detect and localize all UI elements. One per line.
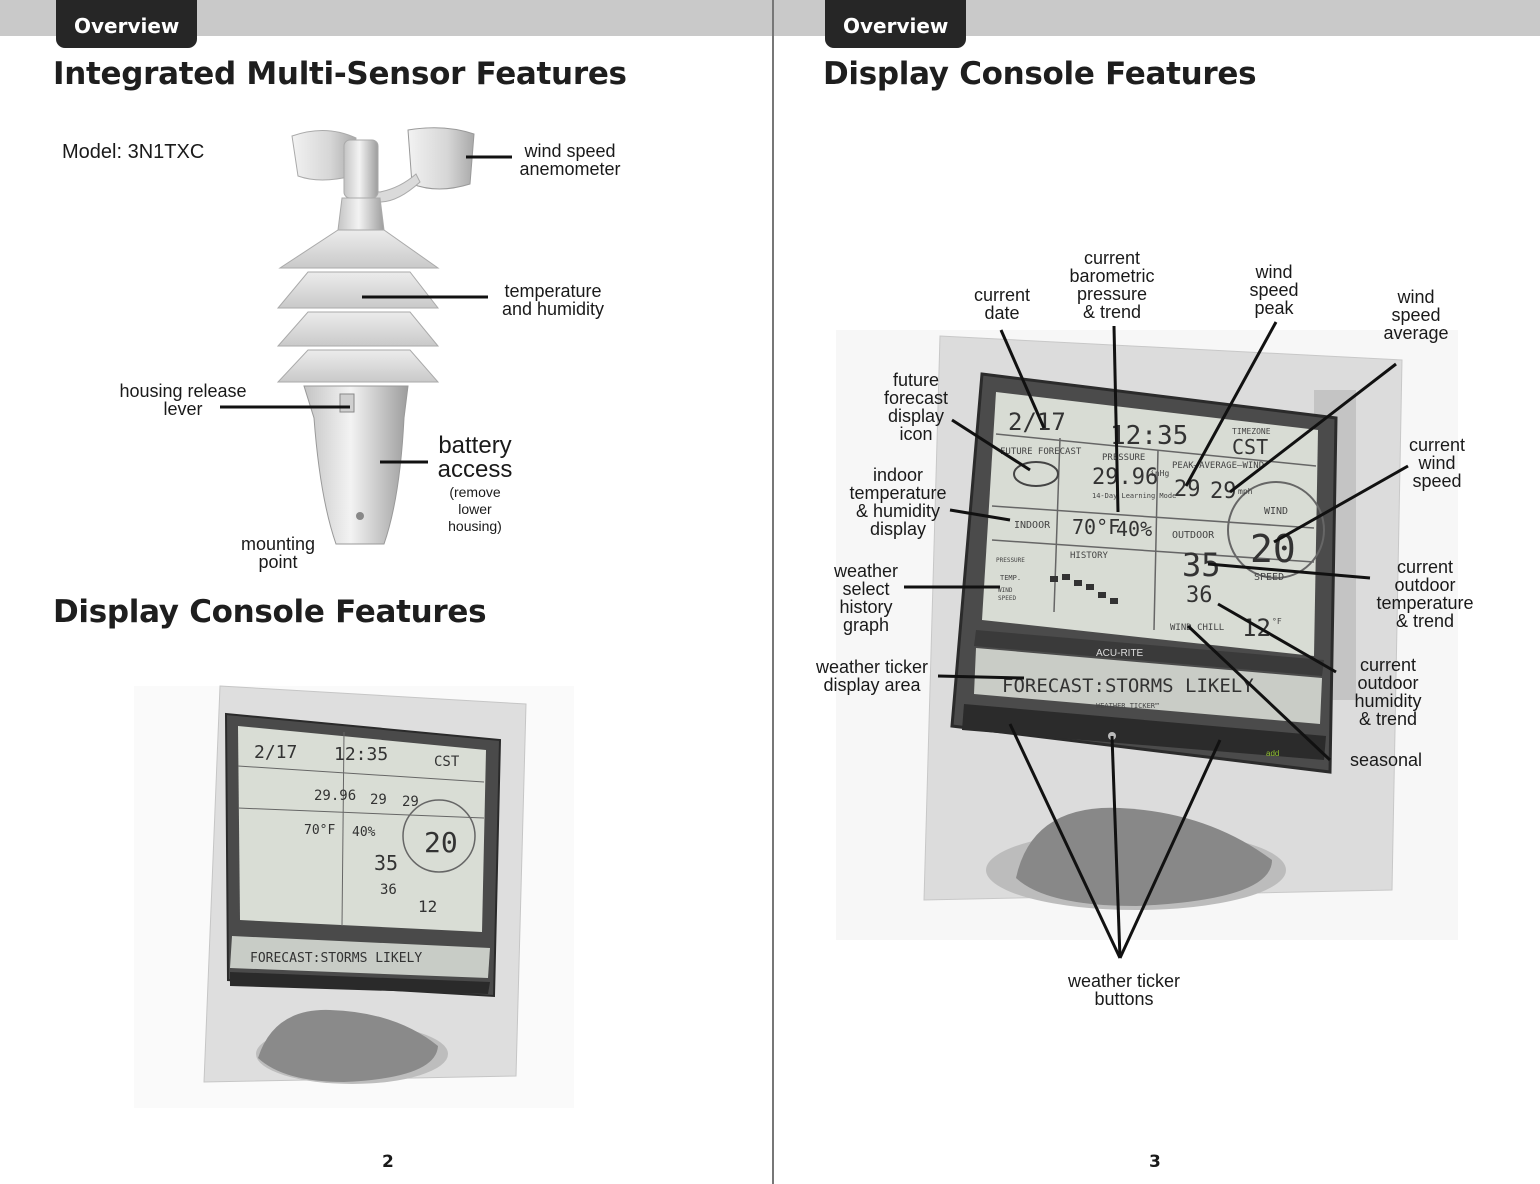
callout-outdoor-temperature: current outdoor temperature & trend [1376, 557, 1474, 631]
lcd-speed-label: SPEED [1254, 572, 1284, 583]
small-windchill: 12 [418, 897, 437, 916]
add-button-label: add [1266, 749, 1279, 758]
small-indoor-hum: 40% [352, 825, 376, 840]
lcd-timezone-label: TIMEZONE [1232, 427, 1271, 436]
forecast-cloud-icon [1013, 461, 1059, 487]
callout-battery-note: (remove lower housing) [448, 484, 502, 534]
shield-disc-4 [276, 349, 440, 383]
lcd-history-speed: SPEED [998, 595, 1016, 602]
console-illustration-large: 2/17 12:35 TIMEZONE CST FUTURE FORECAST … [836, 330, 1458, 940]
lcd-indoor-temp: 70°F [1072, 515, 1120, 539]
right-page: Overview Display Console Features 2/17 [774, 0, 1540, 1184]
callout-seasonal: seasonal [1349, 750, 1423, 770]
small-pressure: 29.96 [314, 788, 356, 804]
lcd-timezone: CST [1232, 435, 1268, 459]
small-peak: 29 [370, 792, 387, 808]
lower-housing [303, 385, 409, 545]
lcd-wind-label: WIND [1264, 506, 1288, 517]
lcd-history-label: HISTORY [1070, 551, 1109, 561]
callout-current-wind-speed: current wind speed [1408, 435, 1466, 491]
multi-sensor-illustration [276, 127, 475, 545]
lcd-mph: mph [1238, 487, 1253, 496]
small-outdoor-hum: 36 [380, 882, 397, 898]
lcd-history-pressure: PRESSURE [996, 557, 1025, 564]
callout-indoor-temperature-humidity: indoor temperature & humidity display [849, 465, 947, 539]
lcd-pressure-label: PRESSURE [1102, 453, 1145, 463]
lcd-time: 12:35 [1110, 421, 1188, 451]
small-time: 12:35 [334, 744, 388, 765]
callout-future-forecast-icon: future forecast display icon [883, 370, 949, 444]
left-page: Overview Integrated Multi-Sensor Feature… [0, 0, 774, 1184]
small-ticker: FORECAST:STORMS LIKELY [250, 951, 422, 966]
callout-housing-release-lever: housing release lever [119, 381, 247, 419]
callout-weather-ticker-buttons: weather ticker buttons [1067, 971, 1181, 1009]
page-number: 2 [382, 1152, 394, 1172]
lcd-learning-mode: 14-Day Learning Mode [1092, 492, 1176, 500]
callout-outdoor-humidity: current outdoor humidity & trend [1354, 655, 1422, 729]
lcd-forecast-label: FUTURE FORECAST [1000, 447, 1082, 457]
page-heading: Display Console Features [823, 56, 1257, 92]
history-graph [1050, 574, 1118, 604]
callout-battery-access: battery access [437, 432, 513, 483]
console-illustration-small: 2/17 12:35 CST 29.96 29 29 20 70°F 40% 3… [134, 685, 574, 1108]
callout-mounting-point: mounting point [240, 534, 316, 572]
ticker-button-bar [962, 704, 1326, 760]
section-tab: Overview [825, 0, 967, 48]
lcd-windchill-label: WIND CHILL [1170, 623, 1224, 633]
right-leader-lines [904, 321, 1409, 959]
lcd-history-wind: WIND [998, 587, 1013, 594]
lcd-pressure-unit: inHg [1150, 469, 1169, 478]
small-outdoor-temp: 35 [374, 851, 398, 875]
callout-weather-ticker-display-area: weather ticker display area [815, 657, 929, 695]
ticker-text: FORECAST:STORMS LIKELY [1002, 675, 1254, 697]
mounting-point [356, 512, 364, 520]
page-number: 3 [1149, 1152, 1161, 1172]
callout-current-date: current date [973, 285, 1031, 323]
model-number: Model: 3N1TXC [62, 141, 205, 163]
small-timezone: CST [434, 754, 460, 770]
callout-wind-speed-average: wind speed average [1383, 287, 1449, 343]
lcd-pressure: 29.96 [1092, 465, 1158, 490]
page-heading: Integrated Multi-Sensor Features [53, 56, 627, 92]
lcd-outdoor-label: OUTDOOR [1172, 530, 1215, 541]
lcd-outdoor-hum: 36 [1186, 583, 1213, 608]
lcd-windchill-unit: °F [1272, 617, 1282, 626]
callout-weather-select-history-graph: weather select history graph [833, 561, 899, 635]
anemometer-cup-right [407, 127, 475, 190]
lcd-indoor-label: INDOOR [1014, 520, 1051, 531]
small-date: 2/17 [254, 742, 297, 763]
shield-disc-2 [276, 271, 440, 309]
small-wind: 20 [424, 826, 458, 859]
shield-disc-1 [278, 229, 440, 269]
small-indoor-temp: 70°F [304, 823, 335, 838]
ticker-display [974, 648, 1322, 724]
lcd-indoor-hum: 40% [1116, 517, 1152, 541]
small-average: 29 [402, 794, 419, 810]
brand-logo: ACU-RITE [1096, 648, 1144, 659]
callout-wind-speed-anemometer: wind speed anemometer [519, 141, 621, 179]
lcd-windchill: 12 [1242, 614, 1271, 642]
section-heading: Display Console Features [53, 594, 487, 630]
ticker-label: WEATHER TICKER™ [1096, 702, 1159, 710]
callout-wind-speed-peak: wind speed peak [1249, 262, 1299, 318]
section-tab: Overview [56, 0, 198, 48]
lcd-peak-avg-label: PEAK—AVERAGE—WIND [1172, 461, 1264, 471]
shield-disc-3 [276, 311, 440, 347]
lcd-history-temp: TEMP. [1000, 574, 1021, 582]
callout-barometric-pressure: current barometric pressure & trend [1069, 248, 1155, 322]
callout-temperature-humidity: temperature and humidity [501, 281, 605, 319]
left-leader-lines [220, 155, 512, 464]
